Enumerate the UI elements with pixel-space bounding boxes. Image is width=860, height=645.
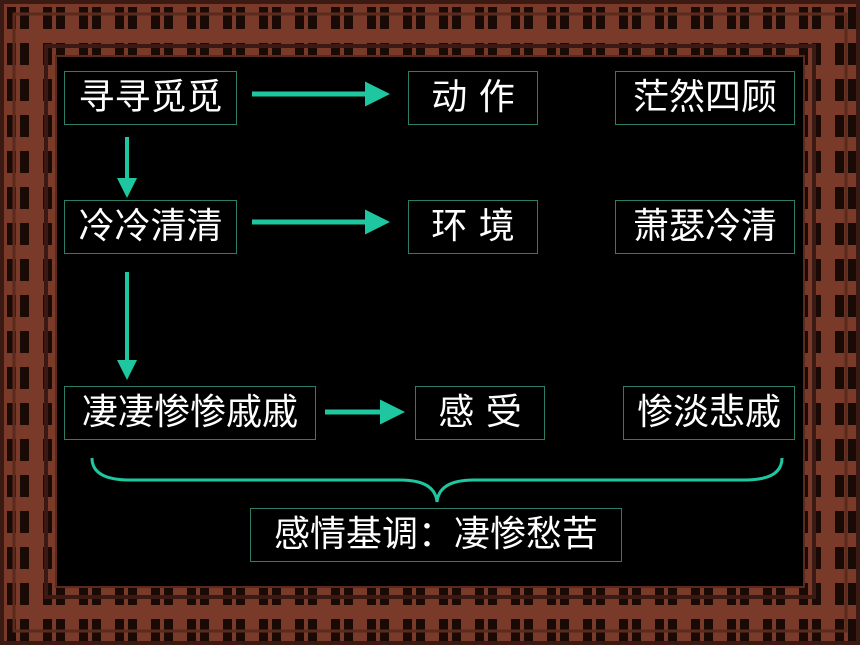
- term-box-xunxunmimi: 寻寻觅觅: [64, 71, 237, 125]
- term-box-qiqicancanqiqi: 凄凄惨惨戚戚: [64, 386, 316, 440]
- aspect-box-feeling: 感 受: [415, 386, 545, 440]
- aspect-box-action: 动 作: [408, 71, 538, 125]
- term-box-lenglengqingqing: 冷冷清清: [64, 200, 237, 254]
- meaning-box-row3: 惨淡悲戚: [623, 386, 795, 440]
- meaning-box-row1: 茫然四顾: [615, 71, 795, 125]
- diagram-board: [60, 60, 800, 583]
- summary-box: 感情基调：凄惨愁苦: [250, 508, 622, 562]
- aspect-box-environment: 环 境: [408, 200, 538, 254]
- meaning-box-row2: 萧瑟冷清: [615, 200, 795, 254]
